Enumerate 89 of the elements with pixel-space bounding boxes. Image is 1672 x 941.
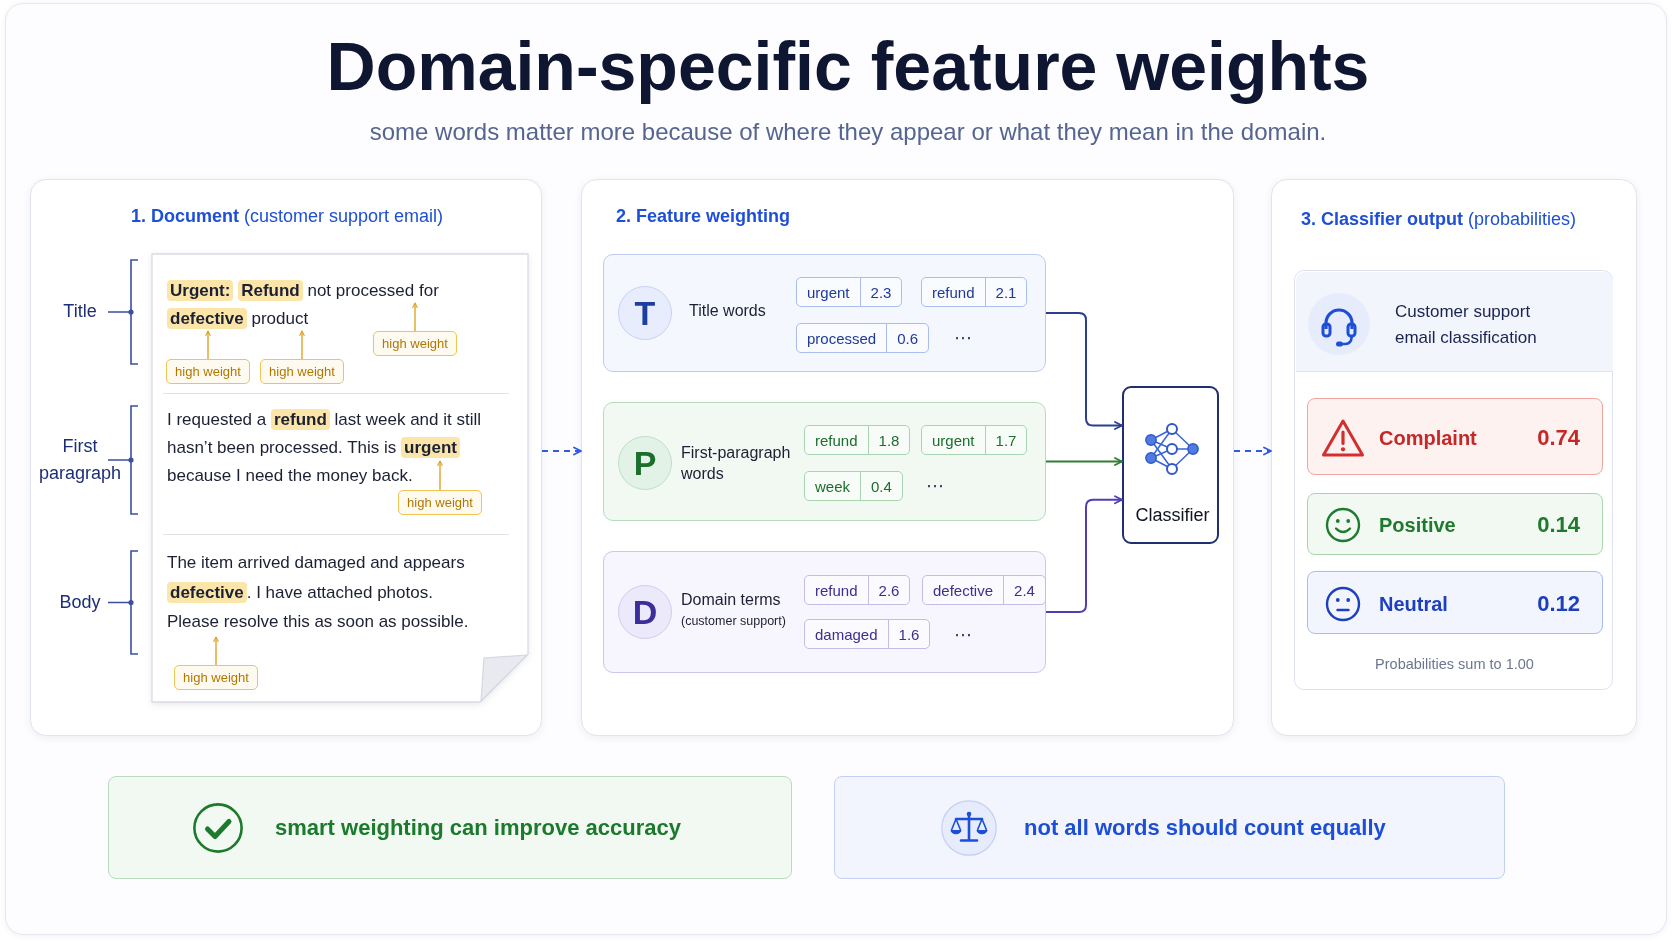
leader-arrow bbox=[412, 302, 418, 332]
email-subject: Urgent: Refund not processed for defective product bbox=[167, 277, 497, 333]
subtitle: some words matter more because of where they appear or what they mean in the domain. bbox=[368, 117, 1328, 147]
feature-word: refund bbox=[922, 278, 986, 306]
leader-arrow bbox=[437, 460, 443, 491]
feature-word: defective bbox=[923, 576, 1005, 604]
feature-chip bbox=[921, 425, 1028, 455]
weight-value: 2.6 bbox=[877, 580, 901, 601]
feature-word: processed bbox=[797, 324, 888, 352]
feature-word: refund bbox=[805, 426, 869, 454]
panel bbox=[30, 179, 542, 736]
classifier-label: Classifier bbox=[1134, 504, 1211, 526]
tip-text: smart weighting can improve accuracy bbox=[275, 814, 682, 842]
result-row bbox=[1307, 398, 1603, 475]
feature-group-label: Domain terms bbox=[681, 590, 782, 610]
probability-value: 0.12 bbox=[1536, 591, 1580, 617]
paragraph-text: The item arrived damaged and appears defective. I have attached photos. Please resolve this as soon as possible. bbox=[167, 552, 470, 633]
feature-word: urgent bbox=[797, 278, 861, 306]
paragraph-text: I requested a refund last week and it still hasn’t been processed. This is urgent because I need the money back. bbox=[167, 408, 483, 487]
callout-box bbox=[108, 776, 792, 879]
feature-word: week bbox=[805, 472, 862, 500]
probability-value: 0.74 bbox=[1536, 425, 1580, 451]
classifier-box bbox=[1122, 386, 1219, 544]
ellipsis: ⋯ bbox=[926, 476, 945, 496]
weight-tag: high weight bbox=[398, 490, 482, 515]
panel-heading: 1. Document (customer support email) bbox=[129, 205, 445, 228]
diagram-title: Domain-specific feature weights bbox=[325, 28, 1371, 104]
output-card bbox=[1294, 270, 1613, 690]
class-label: Positive bbox=[1379, 513, 1457, 538]
feature-box bbox=[603, 402, 1046, 521]
header-text: Customer support email classification bbox=[1395, 301, 1538, 349]
weight-value: 1.7 bbox=[994, 430, 1018, 451]
card-header bbox=[1296, 272, 1613, 372]
arrow bbox=[1045, 495, 1123, 613]
letter-circle: T bbox=[618, 286, 672, 340]
weight-value: 0.4 bbox=[870, 476, 893, 497]
feature-chip bbox=[804, 619, 931, 649]
ellipsis: ⋯ bbox=[954, 328, 973, 348]
letter-circle: D bbox=[618, 585, 672, 639]
feature-word: refund bbox=[805, 576, 869, 604]
weight-tag: high weight bbox=[174, 665, 258, 690]
feature-chip bbox=[804, 575, 911, 605]
tip-text: not all words should count equally bbox=[1024, 814, 1387, 842]
result-row bbox=[1307, 571, 1603, 634]
weight-value: 1.6 bbox=[897, 624, 921, 645]
feature-word: urgent bbox=[922, 426, 986, 454]
weight-tag: high weight bbox=[373, 331, 457, 356]
feature-box bbox=[603, 551, 1046, 673]
probability-value: 0.14 bbox=[1536, 512, 1580, 538]
feature-word: damaged bbox=[805, 620, 889, 648]
weight-tag: high weight bbox=[166, 359, 250, 384]
feature-chip bbox=[796, 323, 930, 353]
feature-group-label: First-paragraph words bbox=[681, 443, 792, 484]
panel-heading: 2. Feature weighting bbox=[616, 205, 792, 228]
ellipsis: ⋯ bbox=[954, 625, 973, 645]
section-label: Title bbox=[62, 300, 98, 323]
feature-chip bbox=[796, 277, 903, 307]
class-label: Complaint bbox=[1379, 426, 1478, 451]
weight-value: 2.1 bbox=[994, 282, 1018, 303]
arrow bbox=[1045, 312, 1123, 430]
dashed-arrow bbox=[541, 446, 582, 456]
weight-value: 2.3 bbox=[869, 282, 893, 303]
leader-arrow bbox=[205, 330, 211, 360]
weight-value: 0.6 bbox=[896, 328, 920, 349]
feature-chip bbox=[804, 471, 903, 501]
panel-heading: 3. Classifier output (probabilities) bbox=[1301, 208, 1578, 231]
leader-arrow bbox=[213, 636, 219, 666]
feature-box bbox=[603, 254, 1046, 372]
result-row bbox=[1307, 493, 1603, 555]
weight-value: 2.4 bbox=[1013, 580, 1036, 601]
section-label: First paragraph bbox=[37, 435, 123, 485]
feature-chip bbox=[922, 575, 1046, 605]
leader-arrow bbox=[299, 330, 305, 360]
section-label: Body bbox=[58, 591, 102, 614]
footnote-text: Probabilities sum to 1.00 bbox=[1374, 655, 1535, 673]
arrow bbox=[1045, 457, 1123, 466]
panel bbox=[581, 179, 1234, 736]
panel bbox=[1271, 179, 1637, 736]
letter-circle: P bbox=[618, 436, 672, 490]
callout-box bbox=[834, 776, 1505, 879]
feature-group-note: (customer support) bbox=[681, 613, 787, 629]
feature-chip bbox=[804, 425, 911, 455]
document-page bbox=[151, 253, 529, 703]
class-label: Neutral bbox=[1379, 592, 1449, 617]
weight-value: 1.8 bbox=[877, 430, 901, 451]
weight-tag: high weight bbox=[260, 359, 344, 384]
feature-group-label: Title words bbox=[689, 301, 767, 321]
feature-chip bbox=[921, 277, 1028, 307]
dashed-arrow bbox=[1233, 446, 1272, 456]
